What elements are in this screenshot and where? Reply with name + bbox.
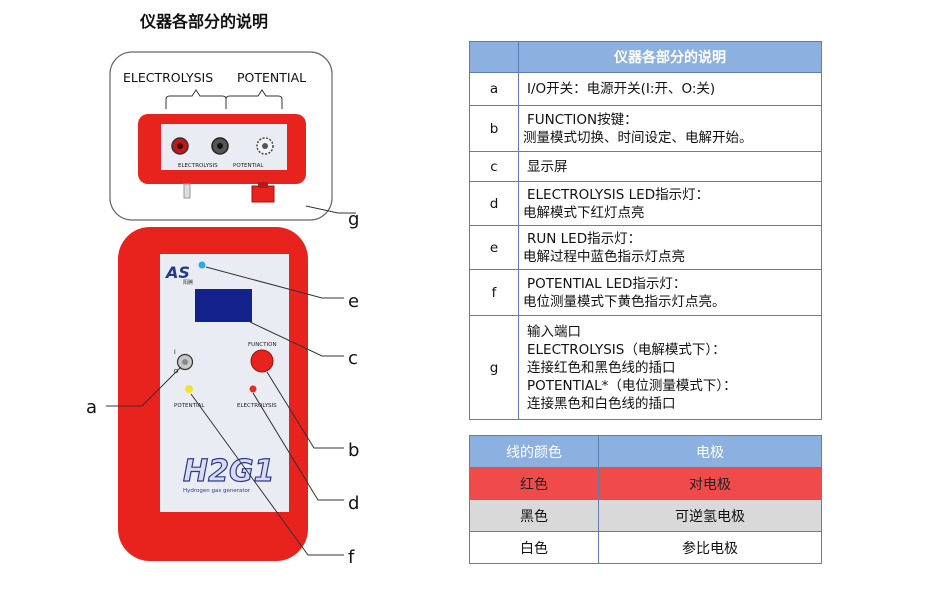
table-row: b FUNCTION按键： 测量模式切换、时间设定、电解开始。 <box>469 105 822 152</box>
switch-off-mark <box>173 368 179 374</box>
table-row: a I/O开关：电源开关(I:开、O:关) <box>469 72 822 106</box>
led-label-potential: POTENTIAL <box>174 403 205 409</box>
row-letter: c <box>469 151 519 182</box>
side-cap <box>251 185 275 203</box>
parts-table-header-empty <box>469 41 519 73</box>
description-line: FUNCTION按键： <box>527 111 638 128</box>
leader-c <box>249 321 344 357</box>
table-row: d ELECTROLYSIS LED指示灯： 电解模式下红灯点亮 <box>469 181 822 226</box>
table-row: g 输入端口 ELECTROLYSIS（电解模式下）： 连接红色和黑色线的插口 … <box>469 315 822 420</box>
table-row: e RUN LED指示灯： 电解过程中蓝色指示灯点亮 <box>469 225 822 270</box>
description-line: 输入端口 <box>527 323 581 340</box>
top-label-electrolysis: ELECTROLYSIS <box>123 70 213 85</box>
row-description: 输入端口 ELECTROLYSIS（电解模式下）： 连接红色和黑色线的插口 PO… <box>518 315 822 420</box>
table-row: f POTENTIAL LED指示灯： 电位测量模式下黄色指示灯点亮。 <box>469 269 822 316</box>
row-letter: f <box>469 269 519 316</box>
power-switch-toggle <box>182 359 188 365</box>
row-description: ELECTROLYSIS LED指示灯： 电解模式下红灯点亮 <box>518 181 822 226</box>
parts-description-table: 仪器各部分的说明 a I/O开关：电源开关(I:开、O:关) b FUNCTIO… <box>469 41 822 420</box>
callout-g: g <box>348 209 359 230</box>
led-label-electrolysis: ELECTROLYSIS <box>237 403 277 409</box>
leader-b <box>266 371 344 449</box>
callout-c: c <box>348 348 358 369</box>
side-cap-top <box>258 182 268 188</box>
row-letter: a <box>469 72 519 106</box>
page-title: 仪器各部分的说明 <box>140 12 269 31</box>
electrode-cell: 对电极 <box>598 467 822 500</box>
logo-sub: 阳腾 <box>183 279 193 286</box>
row-letter: b <box>469 105 519 152</box>
wire-table-header-row: 线的颜色 电极 <box>469 435 822 468</box>
description-line: RUN LED指示灯： <box>527 230 642 247</box>
row-description: RUN LED指示灯： 电解过程中蓝色指示灯点亮 <box>518 225 822 270</box>
description-line: ELECTROLYSIS（电解模式下）： <box>527 341 726 358</box>
red-input-jack-hole <box>177 143 183 149</box>
row-letter: d <box>469 181 519 226</box>
wire-color-cell: 黑色 <box>469 499 599 532</box>
side-probe <box>183 183 191 199</box>
description-line: 电位测量模式下黄色指示灯点亮。 <box>523 293 726 310</box>
description-line: I/O开关：电源开关(I:开、O:关) <box>527 81 716 97</box>
leader-d <box>252 392 344 501</box>
top-label-potential: POTENTIAL <box>237 70 306 85</box>
row-description: POTENTIAL LED指示灯： 电位测量模式下黄色指示灯点亮。 <box>518 269 822 316</box>
brand-sub: Hydrogen gas generator <box>183 488 251 494</box>
wire-color-cell: 红色 <box>469 467 599 500</box>
black-input-jack-hole <box>217 143 223 149</box>
description-line: 测量模式切换、时间设定、电解开始。 <box>523 129 753 146</box>
row-letter: g <box>469 315 519 420</box>
row-description: 显示屏 <box>518 151 822 182</box>
run-led <box>198 261 206 269</box>
callout-e: e <box>348 291 359 312</box>
parts-table-header: 仪器各部分的说明 <box>518 41 822 73</box>
description-line: 电解过程中蓝色指示灯点亮 <box>523 248 685 265</box>
leader-a <box>106 366 182 407</box>
description-line: 连接黑色和白色线的插口 <box>527 395 676 412</box>
leader-f <box>190 393 344 556</box>
description-line: POTENTIAL*（电位测量模式下）： <box>527 377 737 394</box>
electrolysis-led <box>249 385 257 393</box>
brace-potential <box>225 89 283 109</box>
row-description: FUNCTION按键： 测量模式切换、时间设定、电解开始。 <box>518 105 822 152</box>
wire-table-header-electrode: 电极 <box>598 435 822 468</box>
row-letter: e <box>469 225 519 270</box>
description-line: 显示屏 <box>527 158 568 175</box>
function-button[interactable] <box>250 349 274 373</box>
wire-color-table: 线的颜色 电极 红色 对电极 黑色 可逆氢电极 白色 参比电极 <box>469 435 822 564</box>
logo: AS <box>164 263 190 282</box>
panel-small-label-potential: POTENTIAL <box>233 163 264 169</box>
brace-electrolysis <box>165 89 227 109</box>
panel-small-label-electrolysis: ELECTROLYSIS <box>178 163 218 169</box>
display-screen <box>195 289 252 322</box>
callout-a: a <box>86 397 97 418</box>
table-row: c 显示屏 <box>469 151 822 182</box>
electrode-cell: 参比电极 <box>598 531 822 564</box>
leader-g <box>305 205 356 214</box>
device-diagram: ELECTROLYSIS POTENTIAL ELECTROLYSIS POTE… <box>86 51 359 568</box>
table-row: 白色 参比电极 <box>469 531 822 564</box>
function-label: FUNCTION <box>248 342 277 348</box>
description-line: 连接红色和黑色线的插口 <box>527 359 676 376</box>
potential-led <box>185 385 193 393</box>
row-description: I/O开关：电源开关(I:开、O:关) <box>518 72 822 106</box>
table-row: 红色 对电极 <box>469 467 822 500</box>
electrode-cell: 可逆氢电极 <box>598 499 822 532</box>
white-input-jack-hole <box>262 143 268 149</box>
description-line: 电解模式下红灯点亮 <box>523 204 645 221</box>
wire-table-header-color: 线的颜色 <box>469 435 599 468</box>
brand-logo: H2G1 <box>183 454 274 489</box>
parts-table-header-row: 仪器各部分的说明 <box>469 41 822 73</box>
callout-d: d <box>348 493 359 514</box>
table-row: 黑色 可逆氢电极 <box>469 499 822 532</box>
description-line: ELECTROLYSIS LED指示灯： <box>527 186 710 203</box>
callout-f: f <box>348 547 355 568</box>
description-line: POTENTIAL LED指示灯： <box>527 275 687 292</box>
callout-b: b <box>348 440 359 461</box>
wire-color-cell: 白色 <box>469 531 599 564</box>
switch-mark: I <box>174 349 176 356</box>
leader-e <box>205 266 344 299</box>
